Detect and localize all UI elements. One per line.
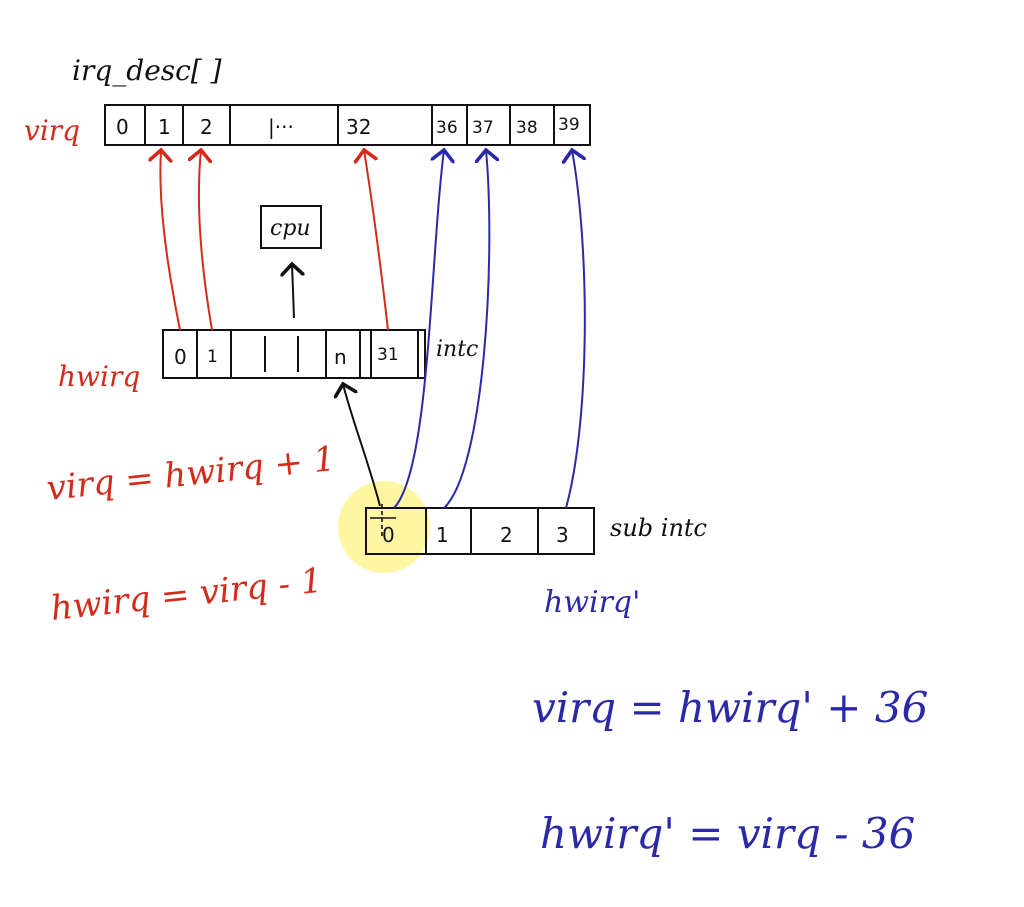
virq-cell: |··· [268, 115, 294, 139]
subintc-label: sub intc [610, 514, 707, 542]
virq-array [104, 104, 591, 146]
arrow-hwirq31-to-virq32 [364, 150, 389, 331]
virq-cell: 2 [200, 115, 213, 139]
sub-cell: 1 [436, 523, 449, 547]
virq-cell: 0 [116, 115, 129, 139]
virq-cell: 36 [436, 118, 458, 138]
hwirq-cell: 31 [377, 345, 399, 365]
sub-cell: 2 [500, 523, 513, 547]
intc-label: intc [436, 337, 478, 362]
arrow-hwirq0-to-virq1 [160, 150, 181, 331]
hwirq-prime-label: hwirq' [544, 585, 640, 620]
formula-blue: virq = hwirq' + 36 [532, 683, 928, 732]
arrow-sub1-to-virq37 [443, 150, 489, 509]
cursor-highlight [338, 481, 430, 573]
virq-cell: 39 [558, 115, 580, 135]
arrow-hwirq1-to-virq2 [199, 150, 212, 331]
hwirq-label: hwirq [58, 360, 140, 393]
virq-cell: 37 [472, 118, 494, 138]
formula-red: hwirq = virq - 1 [49, 561, 325, 629]
arrow-sub3-to-virq39 [566, 150, 585, 509]
hwirq-cell: 1 [207, 347, 218, 367]
hwirq-to-virq-arrows [160, 150, 389, 331]
arrow-subintc-to-intc-n [343, 384, 381, 507]
virq-label: virq [24, 114, 80, 147]
sub-intc-array [365, 507, 595, 555]
virq-cell: 38 [516, 118, 538, 138]
arrow-intc-to-cpu [292, 264, 294, 319]
sub-cell: 3 [556, 523, 569, 547]
virq-cell: 32 [346, 115, 371, 139]
hwirq-cell: n [334, 345, 347, 369]
cpu-label: cpu [270, 216, 311, 241]
array-title: irq_desc[ ] [72, 54, 222, 87]
cpu-box [260, 205, 322, 249]
hwirq-array [162, 329, 426, 379]
cursor-crosshair [370, 504, 396, 538]
virq-cell: 1 [158, 115, 171, 139]
arrow-sub0-to-virq36 [393, 150, 444, 509]
sub-cell: 0 [382, 523, 395, 547]
hwirq-cell: 0 [174, 345, 187, 369]
subintc-to-virq-arrows [393, 150, 585, 509]
formula-red: virq = hwirq + 1 [45, 439, 337, 509]
formula-blue: hwirq' = virq - 36 [540, 809, 915, 858]
